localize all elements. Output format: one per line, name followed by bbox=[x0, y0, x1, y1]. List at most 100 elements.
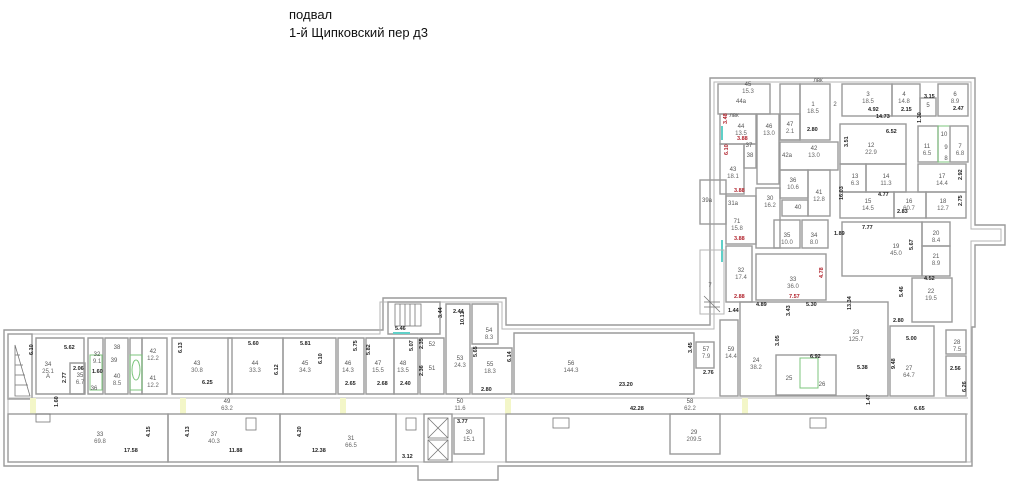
dimension-label: 5.38 bbox=[857, 365, 868, 371]
room-area: 36.0 bbox=[787, 284, 799, 290]
room-area: 14.4 bbox=[725, 354, 737, 360]
room-area: 209.5 bbox=[686, 437, 702, 443]
dimension-label: 2.92 bbox=[958, 169, 964, 180]
room-A: A bbox=[46, 374, 50, 380]
dimension-label: 4.13 bbox=[185, 426, 191, 437]
dimension-label: 3.88 bbox=[734, 188, 745, 194]
room-number: 35 bbox=[784, 233, 791, 239]
room-area: 15.1 bbox=[463, 437, 475, 443]
dimension-label: 5.00 bbox=[906, 336, 917, 342]
dimension-label: 2.80 bbox=[807, 127, 818, 133]
room-7: 76.8 bbox=[956, 144, 965, 157]
dimension-label: 5.82 bbox=[366, 344, 372, 355]
dimension-label: 3.12 bbox=[402, 454, 413, 460]
room-area: 6.8 bbox=[956, 151, 965, 157]
dimension-label: 2.15 bbox=[901, 107, 912, 113]
room-area: 12.7 bbox=[937, 206, 949, 212]
room-number: 48 bbox=[400, 361, 407, 367]
room-area: 7.5 bbox=[953, 347, 962, 353]
room-area: 33.3 bbox=[249, 368, 261, 374]
lvk-label-2: лвк bbox=[813, 78, 823, 84]
room-number: 3 bbox=[866, 92, 870, 98]
room-number: 28 bbox=[954, 340, 961, 346]
room-area: 14.4 bbox=[936, 181, 948, 187]
room-area: 8.4 bbox=[932, 238, 941, 244]
dimension-label: 5.81 bbox=[300, 341, 311, 347]
room-number: 7 bbox=[708, 283, 712, 289]
room-area: 6.7 bbox=[76, 380, 85, 386]
room-number: 13 bbox=[852, 174, 859, 180]
dimension-label: 3.88 bbox=[737, 136, 748, 142]
room-area: 45.0 bbox=[890, 251, 902, 257]
dimension-label: 3.05 bbox=[775, 335, 781, 346]
room-number: 43 bbox=[194, 361, 201, 367]
east-block bbox=[839, 83, 969, 323]
dimension-label: 4.92 bbox=[868, 107, 879, 113]
room-number: 35 bbox=[77, 373, 84, 379]
room-number: 54 bbox=[486, 328, 493, 334]
dimension-label: 5.46 bbox=[395, 326, 406, 332]
dimension-label: 3.88 bbox=[734, 236, 745, 242]
room-area: 14.5 bbox=[862, 206, 874, 212]
room-38: 38 bbox=[114, 345, 121, 351]
dimension-label: 6.13 bbox=[178, 342, 184, 353]
dimension-label: 4.77 bbox=[878, 192, 889, 198]
room-area: 18.5 bbox=[862, 99, 874, 105]
room-number: 7 bbox=[958, 144, 962, 150]
room-31a: 31а bbox=[728, 201, 739, 207]
room-area: 25.1 bbox=[42, 369, 54, 375]
dimension-label: 4.52 bbox=[924, 276, 935, 282]
room-area: 18.5 bbox=[807, 109, 819, 115]
dimension-label: 3.43 bbox=[786, 305, 792, 316]
dimension-label: 5.75 bbox=[353, 340, 359, 351]
room-number: 39а bbox=[702, 198, 713, 204]
room-28: 287.5 bbox=[953, 340, 962, 353]
room-9: 9 bbox=[944, 145, 948, 151]
vertical-wing bbox=[699, 83, 839, 315]
room-number: 25 bbox=[786, 376, 793, 382]
room-number: 22 bbox=[928, 289, 935, 295]
room-area: 144.3 bbox=[563, 368, 579, 374]
room-number: 33 bbox=[97, 432, 104, 438]
room-area: 15.8 bbox=[731, 226, 743, 232]
dimension-label: 17.58 bbox=[124, 448, 138, 454]
room-number: 46 bbox=[766, 124, 773, 130]
room-number: 45 bbox=[745, 82, 752, 88]
room-number: 42 bbox=[150, 349, 157, 355]
room-number: 34 bbox=[45, 362, 52, 368]
room-35: 356.7 bbox=[76, 373, 85, 386]
room-number: 32 bbox=[738, 268, 745, 274]
room-number: 18 bbox=[940, 199, 947, 205]
dimension-label: 2.75 bbox=[958, 195, 964, 206]
room-number: 50 bbox=[457, 399, 464, 405]
room-number: 34 bbox=[811, 233, 818, 239]
dimension-label: 1.60 bbox=[92, 369, 103, 375]
dimension-label: 13.34 bbox=[847, 295, 853, 310]
room-area: 60.7 bbox=[903, 206, 915, 212]
room-number: 33 bbox=[790, 277, 797, 283]
room-number: 44 bbox=[738, 124, 745, 130]
room-26: 26 bbox=[819, 382, 826, 388]
room-area: 69.8 bbox=[94, 439, 106, 445]
room-number: 6 bbox=[953, 92, 957, 98]
room-36: 36 bbox=[91, 386, 98, 392]
room-area: 17.4 bbox=[735, 275, 747, 281]
room-number: 47 bbox=[787, 122, 794, 128]
room-area: 14.3 bbox=[342, 368, 354, 374]
